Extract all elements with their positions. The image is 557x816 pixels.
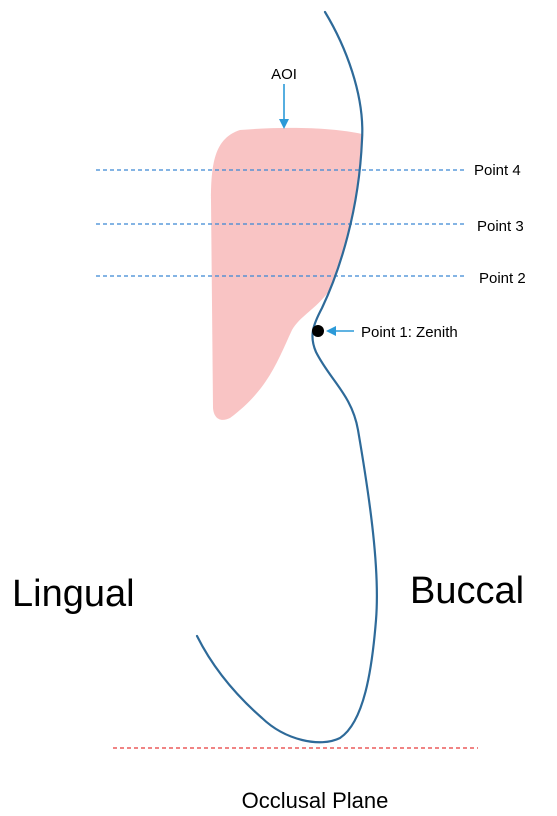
zenith-point [312, 325, 324, 337]
lingual-label: Lingual [12, 573, 135, 615]
point-3-label: Point 3 [477, 218, 524, 235]
occlusal-plane-label: Occlusal Plane [242, 788, 389, 813]
point-4-label: Point 4 [474, 162, 521, 179]
aoi-region [211, 128, 362, 420]
aoi-label: AOI [271, 66, 297, 83]
point-1-zenith-label: Point 1: Zenith [361, 324, 458, 341]
buccal-label: Buccal [410, 570, 524, 612]
point-2-label: Point 2 [479, 270, 526, 287]
